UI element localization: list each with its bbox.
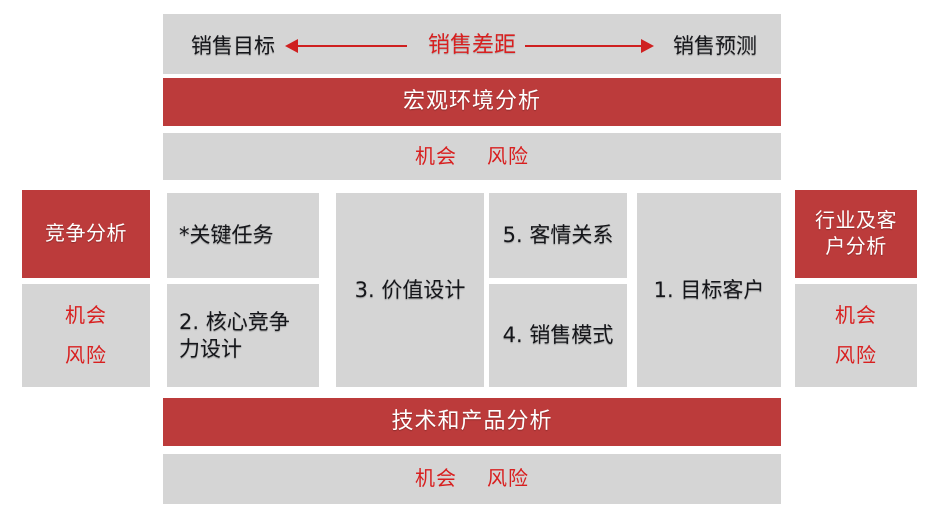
competition-analysis-box: 竞争分析 bbox=[22, 190, 150, 278]
competition-opportunity-risk-box: 机会 风险 bbox=[22, 284, 150, 387]
technology-opportunity-risk-bar: 机会 风险 bbox=[163, 454, 781, 504]
industry-risk-label: 风险 bbox=[835, 342, 877, 367]
macro-opportunity-risk-bar: 机会 风险 bbox=[163, 133, 781, 180]
macro-risk-label: 风险 bbox=[487, 143, 529, 168]
industry-opportunity-label: 机会 bbox=[835, 302, 877, 327]
target-customer-cell: 1. 目标客户 bbox=[637, 193, 781, 387]
macro-opportunity-label: 机会 bbox=[415, 143, 457, 168]
technology-product-banner: 技术和产品分析 bbox=[163, 398, 781, 446]
technology-opportunity-label: 机会 bbox=[415, 466, 457, 491]
sales-target-label: 销售目标 bbox=[191, 34, 275, 58]
competition-risk-label: 风险 bbox=[65, 342, 107, 367]
value-design-cell: 3. 价值设计 bbox=[336, 193, 484, 387]
sales-forecast-label: 销售预测 bbox=[673, 34, 757, 58]
industry-customer-analysis-box: 行业及客户分析 bbox=[795, 190, 917, 278]
key-task-cell: *关键任务 bbox=[167, 193, 319, 278]
macro-environment-banner: 宏观环境分析 bbox=[163, 78, 781, 126]
arrow-left-icon bbox=[285, 39, 298, 53]
sales-mode-cell: 4. 销售模式 bbox=[489, 284, 627, 387]
core-competence-cell: 2. 核心竞争力设计 bbox=[167, 284, 319, 387]
arrow-right-icon bbox=[641, 39, 654, 53]
sales-gap-label: 销售差距 bbox=[427, 33, 517, 58]
goal-strip-inner: 销售目标 销售差距 销售预测 bbox=[163, 14, 781, 74]
customer-relation-cell: 5. 客情关系 bbox=[489, 193, 627, 278]
competition-opportunity-label: 机会 bbox=[65, 302, 107, 327]
arrow-right-line bbox=[525, 45, 643, 47]
arrow-left-line bbox=[297, 45, 407, 47]
sales-goal-strip: 销售目标 销售差距 销售预测 bbox=[163, 14, 781, 74]
technology-risk-label: 风险 bbox=[487, 466, 529, 491]
industry-opportunity-risk-box: 机会 风险 bbox=[795, 284, 917, 387]
